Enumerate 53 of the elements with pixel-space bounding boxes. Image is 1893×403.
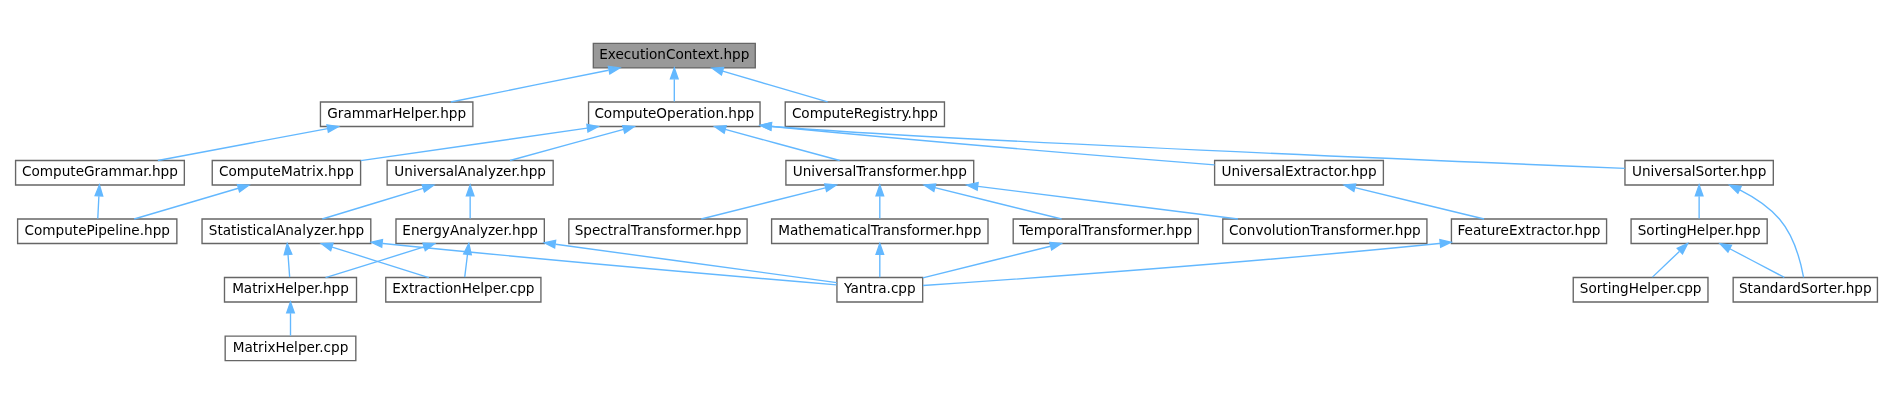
node-box: StatisticalAnalyzer.hpp	[201, 217, 372, 244]
arrow	[157, 123, 341, 161]
node-box: FeatureExtractor.hpp	[1450, 217, 1608, 244]
arrow	[875, 240, 885, 278]
arrow	[133, 183, 251, 220]
node-box: UniversalExtractor.hpp	[1213, 159, 1385, 186]
node-box: ExtractionHelper.cpp	[385, 276, 542, 303]
arrow	[922, 241, 1064, 278]
arrow	[922, 182, 1063, 220]
node-box: UniversalAnalyzer.hpp	[386, 159, 554, 186]
arrow	[1694, 182, 1704, 219]
arrow	[509, 124, 637, 161]
arrow	[964, 181, 1239, 220]
arrow	[1651, 241, 1690, 278]
node-box: SortingHelper.hpp	[1630, 217, 1768, 244]
arrow	[283, 240, 293, 278]
arrow	[922, 238, 1454, 286]
node-box: MatrixHelper.hpp	[223, 276, 358, 303]
arrow	[669, 65, 680, 102]
node-box: MathematicalTransformer.hpp	[770, 217, 989, 244]
arrow	[758, 121, 1216, 165]
node-box: SpectralTransformer.hpp	[568, 217, 748, 244]
node-box: ComputeOperation.hpp	[587, 100, 761, 127]
node-box: ExecutionContext.hpp	[592, 42, 756, 69]
arrow	[700, 182, 839, 220]
node-box: UniversalSorter.hpp	[1624, 159, 1774, 186]
node-box: TemporalTransformer.hpp	[1012, 217, 1199, 244]
node-box: MatrixHelper.cpp	[224, 334, 357, 361]
arrow	[1727, 183, 1805, 278]
node-box: ComputeGrammar.hpp	[14, 159, 185, 186]
node-box: ComputeMatrix.hpp	[211, 159, 362, 186]
arrow	[710, 66, 829, 103]
node-box: GrammarHelper.hpp	[319, 100, 474, 127]
arrow	[465, 182, 475, 219]
arrow	[542, 239, 838, 283]
node-box: SortingHelper.cpp	[1572, 276, 1709, 303]
arrow	[712, 124, 841, 161]
arrow	[1718, 242, 1785, 278]
node-box: ComputeRegistry.hpp	[784, 100, 946, 127]
arrow	[321, 183, 436, 220]
node-box: ConvolutionTransformer.hpp	[1222, 217, 1428, 244]
arrow	[94, 182, 104, 219]
arrow	[1342, 182, 1485, 220]
node-box: Yantra.cpp	[836, 276, 924, 303]
node-box: StandardSorter.hpp	[1732, 276, 1879, 303]
arrow	[758, 121, 1626, 169]
node-box: UniversalTransformer.hpp	[785, 159, 975, 186]
arrow	[360, 122, 601, 161]
arrow	[285, 299, 296, 336]
node-box: EnergyAnalyzer.hpp	[395, 217, 545, 244]
node-box: ComputePipeline.hpp	[16, 217, 178, 244]
arrow	[450, 65, 622, 103]
arrow	[875, 182, 885, 219]
